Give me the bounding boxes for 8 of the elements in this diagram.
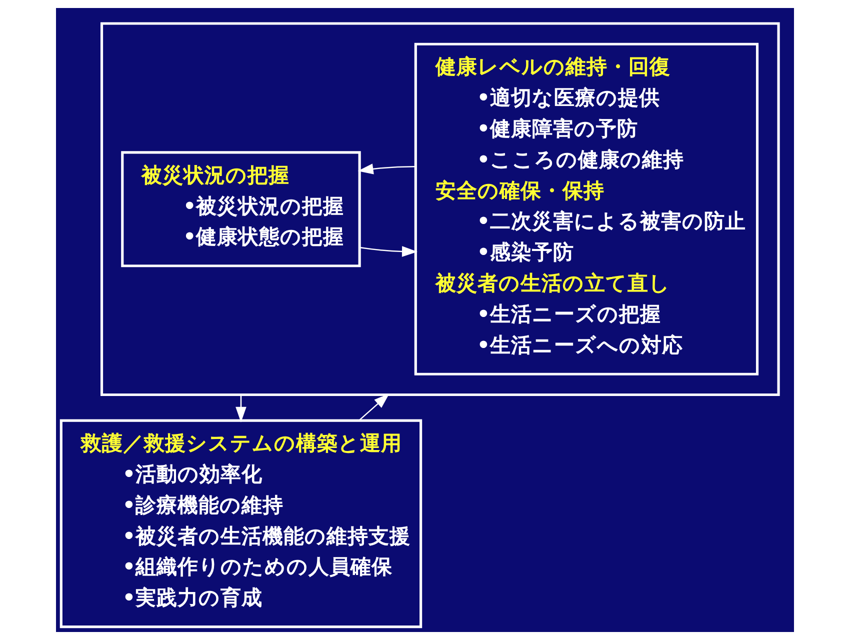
node-box: 救護／救援システムの構築と運用 •活動の効率化 •診療機能の維持 •被災者の生活機能の維持支援 •組織作りのための人員確保 •実践力の育成: [60, 419, 422, 628]
arrow: [358, 164, 416, 174]
arrow: [360, 246, 418, 257]
arrow: [236, 394, 246, 422]
node-box: 被災状況の把握 •被災状況の把握 •健康状態の把握: [121, 151, 361, 268]
arrow: [358, 393, 390, 421]
node-box: 健康レベルの維持・回復 •適切な医療の提供 •健康障害の予防 •こころの健康の維持 安全の確保・保持 •二次災害による被害の防止 •感染予防 被災者の生活の立て直し •生活ニーズの把握 •生活ニーズへの対応: [414, 42, 759, 376]
cluster: [100, 22, 780, 396]
